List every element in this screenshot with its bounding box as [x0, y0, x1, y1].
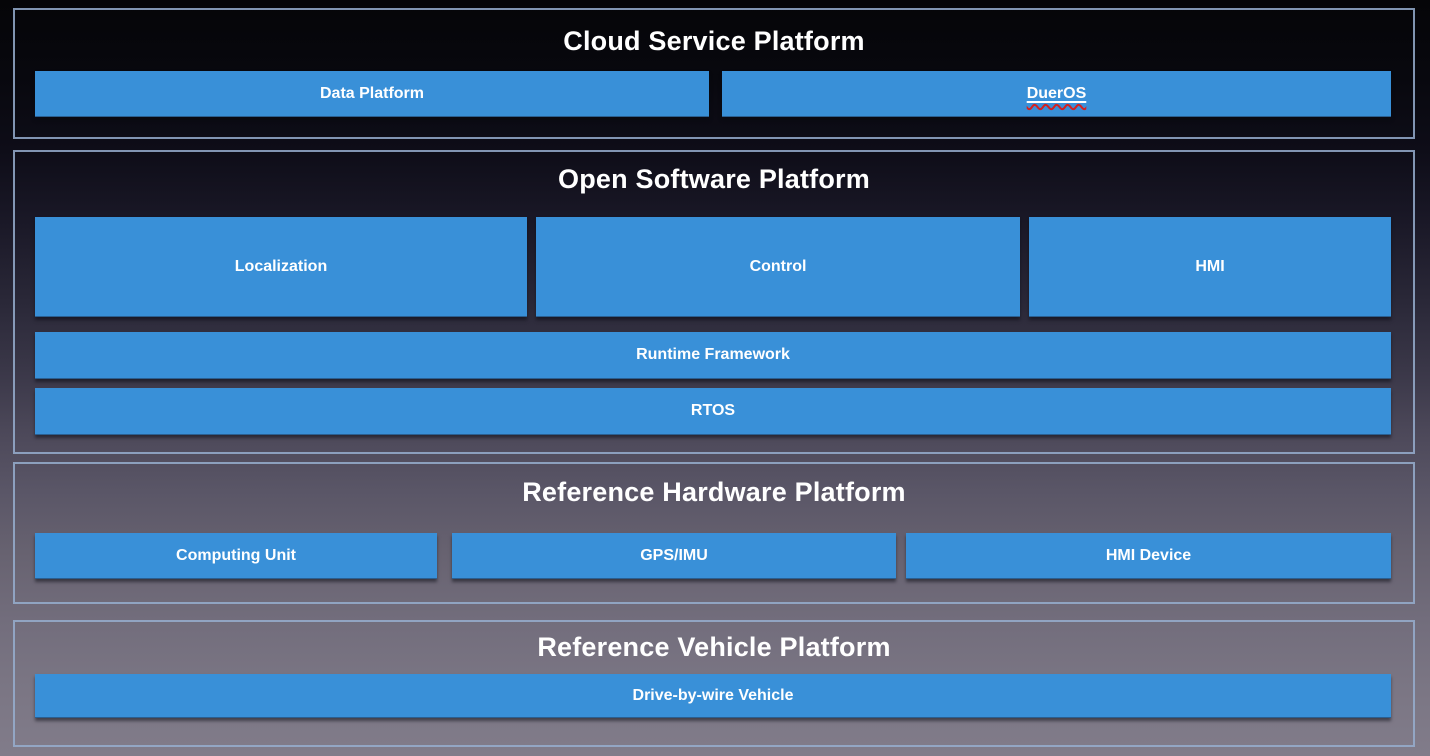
hmi-device-label: HMI Device [1105, 546, 1192, 564]
hardware-section-title: Reference Hardware Platform [522, 477, 906, 507]
box-control: Control [536, 217, 1020, 317]
dueros-underline: DuerOS [1027, 85, 1087, 103]
box-computing-unit: Computing Unit [35, 533, 437, 579]
box-drive-by-wire-vehicle: Drive-by-wire Vehicle [35, 674, 1391, 718]
software-section-title: Open Software Platform [558, 164, 870, 194]
box-hmi-device: HMI Device [906, 533, 1391, 579]
runtime-framework-label: Runtime Framework [636, 346, 790, 363]
data-platform-label: Data Platform [319, 84, 425, 102]
box-rtos: RTOS [35, 388, 1391, 435]
cloud-section-title: Cloud Service Platform [563, 26, 865, 56]
section-reference-hardware-platform: Reference Hardware Platform Computing Un… [13, 462, 1415, 604]
section-cloud-service-platform: Cloud Service Platform Data Platform Due… [13, 8, 1415, 139]
vehicle-section-title: Reference Vehicle Platform [537, 632, 891, 662]
gps-imu-label: GPS/IMU [640, 546, 708, 564]
drive-by-wire-label: Drive-by-wire Vehicle [632, 686, 794, 704]
box-hmi: HMI [1029, 217, 1391, 317]
computing-unit-label: Computing Unit [176, 546, 296, 564]
box-gps-imu: GPS/IMU [452, 533, 896, 579]
box-runtime-framework: Runtime Framework [35, 332, 1391, 379]
box-dueros: DuerOS [722, 71, 1391, 117]
section-reference-vehicle-platform: Reference Vehicle Platform Drive-by-wire… [13, 620, 1415, 747]
section-open-software-platform: Open Software Platform Localization Cont… [13, 150, 1415, 454]
localization-label: Localization [234, 257, 328, 275]
dueros-label: DuerOS [1026, 84, 1087, 102]
hmi-label: HMI [1195, 257, 1225, 275]
box-data-platform: Data Platform [35, 71, 709, 117]
box-localization: Localization [35, 217, 527, 317]
control-label: Control [749, 257, 807, 275]
rtos-label: RTOS [690, 402, 736, 419]
